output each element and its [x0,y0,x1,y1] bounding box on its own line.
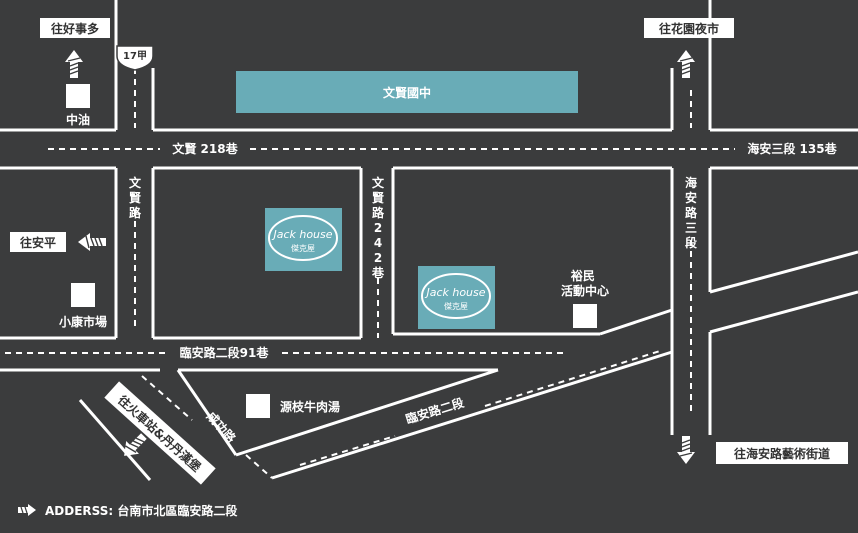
direction-north-east[interactable]: 往花園夜市 [644,18,734,38]
direction-north-west[interactable]: 往好事多 [40,18,110,38]
arrow-up-icon [676,49,696,79]
arrow-down-icon [676,435,696,465]
route-badge: 17甲 [116,45,154,71]
svg-text:往好事多: 往好事多 [51,21,99,36]
arrow-up-icon [64,49,84,79]
direction-south-west[interactable]: 往火車站&丹丹漢堡 [104,381,216,485]
road-centerlines [5,68,735,479]
road-label-wenxian-road: 文賢路 [129,175,142,220]
yumin-center-marker [573,304,597,328]
shop-logo-2[interactable]: Jack house 傑克屋 [418,266,495,329]
svg-text:往海安路藝術街道: 往海安路藝術街道 [734,446,830,461]
zhongyou-marker [66,84,90,108]
xiaokang-market-label: 小康市場 [59,314,107,329]
xiaokang-market-marker [71,283,95,307]
svg-text:17甲: 17甲 [123,50,147,62]
svg-text:傑克屋: 傑克屋 [444,301,468,311]
road-label-wenxian-218: 文賢 218巷 [172,141,238,156]
svg-text:往安平: 往安平 [20,235,56,250]
road-label-haian-3: 海安路三段 [685,175,698,250]
beef-soup-marker [246,394,270,418]
svg-text:往花園夜市: 往花園夜市 [659,21,719,36]
arrow-left-icon [77,232,107,252]
svg-text:往火車站&丹丹漢堡: 往火車站&丹丹漢堡 [115,392,204,474]
school-label: 文賢國中 [383,85,431,100]
svg-text:Jack house: Jack house [424,286,485,299]
svg-text:Jack house: Jack house [271,228,332,241]
school-building [236,71,578,113]
road-label-linan-2: 臨安路二段 [404,394,467,426]
zhongyou-label: 中油 [66,112,90,127]
road-label-linan-91: 臨安路二段91巷 [180,345,270,360]
address-icon [18,504,36,516]
beef-soup-label: 源枝牛肉湯 [280,399,340,414]
direction-south-east[interactable]: 往海安路藝術街道 [716,442,848,464]
shop-logo-1[interactable]: Jack house 傑克屋 [265,208,342,271]
road-network [0,0,858,481]
direction-west[interactable]: 往安平 [10,232,66,252]
address-text: ADDERSS: 台南市北區臨安路二段 [45,503,238,518]
road-label-chenggong: 成功路 [204,409,240,447]
road-label-haian-135: 海安三段 135巷 [747,141,837,156]
svg-text:傑克屋: 傑克屋 [291,243,315,253]
yumin-center-label: 裕民 活動中心 [561,268,609,298]
